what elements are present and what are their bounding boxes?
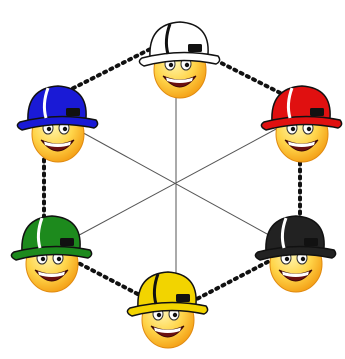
hat-figure-upper-right: [261, 86, 341, 162]
hat-figure-top: [139, 22, 219, 98]
pupil-right: [185, 63, 189, 67]
hat-figure-upper-left: [17, 86, 97, 162]
hat-figure-lower-left: [11, 216, 91, 292]
hat-badge: [176, 294, 190, 302]
hat-badge: [188, 44, 202, 52]
pupil-left: [41, 257, 45, 261]
pupil-right: [173, 313, 177, 317]
spoke-upper-left-lower-right: [78, 130, 278, 240]
hat-badge: [310, 108, 324, 116]
hat-nodes: [11, 22, 341, 348]
pupil-right: [307, 127, 311, 131]
pupil-left: [47, 127, 51, 131]
pupil-right: [63, 127, 67, 131]
green-hard-hat-icon: [11, 216, 91, 260]
red-hard-hat-icon: [261, 86, 341, 130]
hat-badge: [304, 238, 318, 246]
hat-badge: [66, 108, 80, 116]
black-hard-hat-icon: [255, 216, 335, 260]
yellow-hard-hat-icon: [127, 272, 207, 316]
hat-badge: [60, 238, 74, 246]
pupil-right: [57, 257, 61, 261]
pupil-left: [285, 257, 289, 261]
pupil-left: [169, 63, 173, 67]
hat-figure-bottom: [127, 272, 207, 348]
pupil-right: [301, 257, 305, 261]
white-hard-hat-icon: [139, 22, 219, 66]
blue-hard-hat-icon: [17, 86, 97, 130]
hat-figure-lower-right: [255, 216, 335, 292]
pupil-left: [157, 313, 161, 317]
pupil-left: [291, 127, 295, 131]
